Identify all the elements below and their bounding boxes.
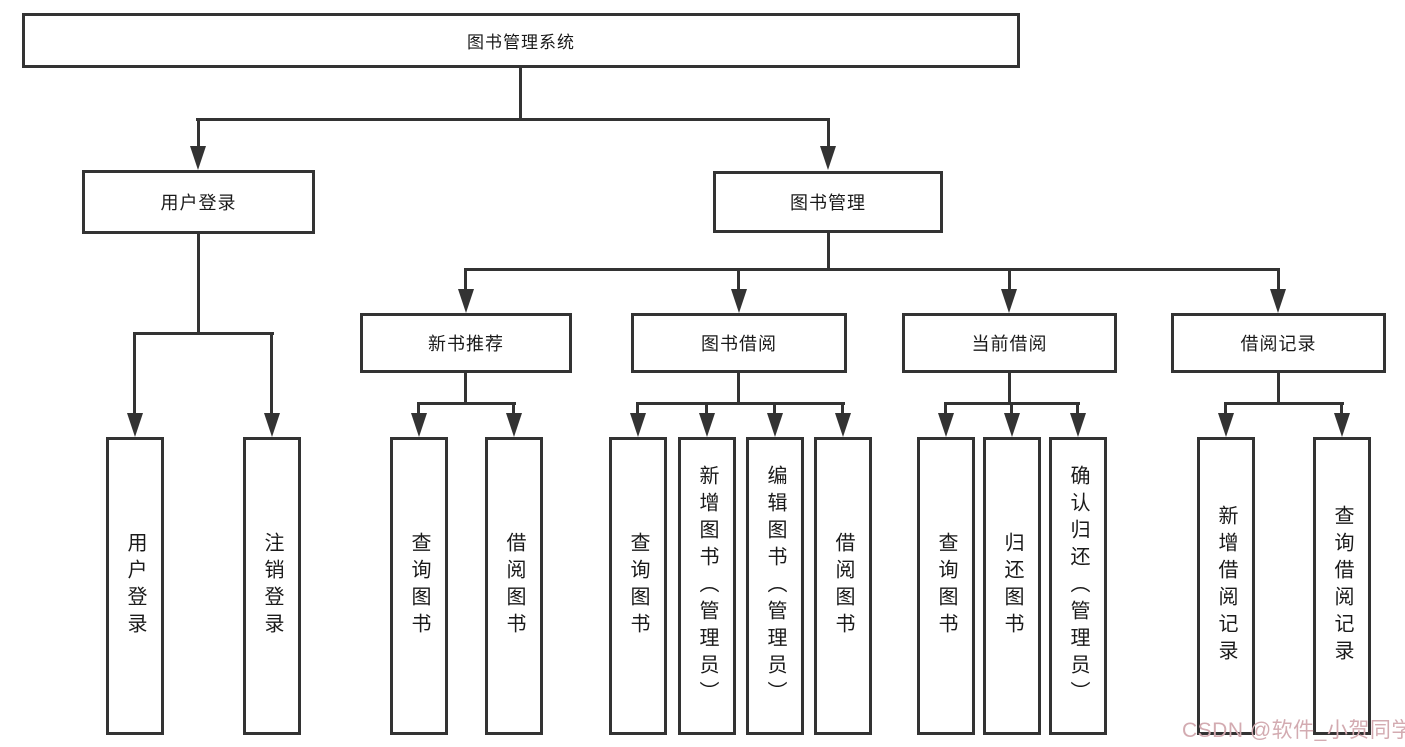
connector-to-current-borrow <box>1008 268 1011 291</box>
node-book-borrow-label: 图书借阅 <box>701 334 777 354</box>
leaf-label: 查询图书 <box>627 532 649 640</box>
leaf-label: 查询图书 <box>408 532 430 640</box>
node-root-label: 图书管理系统 <box>467 33 575 52</box>
leaf-confirm-return-admin: 确认归还（管理员） <box>1049 437 1107 735</box>
connector-to-leaf <box>705 402 708 415</box>
connector-user-login-bar <box>133 332 274 335</box>
leaf-query-book-recommend: 查询图书 <box>390 437 448 735</box>
leaf-borrow-book-recommend: 借阅图书 <box>485 437 543 735</box>
leaf-label: 借阅图书 <box>832 532 854 640</box>
leaf-borrow-book: 借阅图书 <box>814 437 872 735</box>
arrow-down-icon <box>411 413 427 437</box>
arrow-down-icon <box>264 413 280 437</box>
leaf-label: 用户登录 <box>124 532 146 640</box>
leaf-label: 借阅图书 <box>503 532 525 640</box>
leaf-add-book-admin: 新增图书（管理员） <box>678 437 736 735</box>
node-book-borrow: 图书借阅 <box>631 313 847 373</box>
arrow-down-icon <box>731 289 747 313</box>
leaf-add-borrow-record: 新增借阅记录 <box>1197 437 1255 735</box>
node-root: 图书管理系统 <box>22 13 1020 68</box>
connector-to-leaf <box>1340 402 1343 415</box>
arrow-down-icon <box>190 146 206 170</box>
node-book-management: 图书管理 <box>713 171 943 233</box>
leaf-edit-book-admin: 编辑图书（管理员） <box>746 437 804 735</box>
node-new-book-recommend: 新书推荐 <box>360 313 572 373</box>
connector-to-leaf <box>417 402 420 415</box>
connector-level3-bar <box>464 268 1280 271</box>
node-borrow-records: 借阅记录 <box>1171 313 1386 373</box>
connector-root-stem <box>519 66 522 121</box>
connector-current-borrow-stem <box>1008 371 1011 405</box>
arrow-down-icon <box>820 146 836 170</box>
node-current-borrow-label: 当前借阅 <box>971 334 1048 354</box>
leaf-user-login: 用户登录 <box>106 437 164 735</box>
connector-to-user-login <box>197 118 200 148</box>
node-new-book-recommend-label: 新书推荐 <box>428 334 504 354</box>
connector-book-borrow-bar <box>636 402 845 405</box>
arrow-down-icon <box>458 289 474 313</box>
node-user-login: 用户登录 <box>82 170 315 234</box>
arrow-down-icon <box>127 413 143 437</box>
arrow-down-icon <box>938 413 954 437</box>
leaf-label: 注销登录 <box>261 532 283 640</box>
node-user-login-label: 用户登录 <box>160 193 237 213</box>
node-book-management-label: 图书管理 <box>790 193 866 213</box>
connector-to-leaf <box>1224 402 1227 415</box>
connector-to-leaf-user-login <box>133 332 136 415</box>
node-borrow-records-label: 借阅记录 <box>1240 334 1317 354</box>
connector-to-leaf <box>1010 402 1013 415</box>
leaf-label: 归还图书 <box>1001 532 1023 640</box>
node-current-borrow: 当前借阅 <box>902 313 1117 373</box>
leaf-query-book-borrow: 查询图书 <box>609 437 667 735</box>
leaf-query-book-current: 查询图书 <box>917 437 975 735</box>
arrow-down-icon <box>1218 413 1234 437</box>
leaf-logout: 注销登录 <box>243 437 301 735</box>
arrow-down-icon <box>835 413 851 437</box>
connector-to-book-borrow <box>737 268 740 291</box>
connector-to-leaf <box>1076 402 1079 415</box>
leaf-query-borrow-record: 查询借阅记录 <box>1313 437 1371 735</box>
arrow-down-icon <box>1004 413 1020 437</box>
arrow-down-icon <box>1070 413 1086 437</box>
arrow-down-icon <box>506 413 522 437</box>
leaf-return-book: 归还图书 <box>983 437 1041 735</box>
arrow-down-icon <box>767 413 783 437</box>
leaf-label: 新增借阅记录 <box>1215 505 1237 667</box>
connector-to-leaf <box>773 402 776 415</box>
csdn-watermark: CSDN @软件_小贺同学 <box>1182 719 1405 742</box>
leaf-label: 编辑图书（管理员） <box>764 464 786 708</box>
connector-new-book-recommend-stem <box>464 371 467 405</box>
leaf-label: 新增图书（管理员） <box>696 464 718 708</box>
arrow-down-icon <box>1001 289 1017 313</box>
connector-to-leaf <box>636 402 639 415</box>
arrow-down-icon <box>699 413 715 437</box>
arrow-down-icon <box>1270 289 1286 313</box>
connector-to-book-management <box>827 118 830 148</box>
connector-to-leaf <box>841 402 844 415</box>
connector-to-leaf <box>512 402 515 415</box>
connector-borrow-records-bar <box>1224 402 1344 405</box>
connector-to-leaf <box>944 402 947 415</box>
connector-borrow-records-stem <box>1277 371 1280 405</box>
connector-to-new-book-recommend <box>464 268 467 291</box>
leaf-label: 确认归还（管理员） <box>1067 464 1089 708</box>
leaf-label: 查询图书 <box>935 532 957 640</box>
leaf-label: 查询借阅记录 <box>1331 505 1353 667</box>
connector-new-book-recommend-bar <box>417 402 516 405</box>
connector-user-login-stem <box>197 232 200 335</box>
connector-book-borrow-stem <box>737 371 740 405</box>
arrow-down-icon <box>630 413 646 437</box>
connector-book-management-stem <box>827 231 830 271</box>
connector-to-leaf-logout <box>270 332 273 415</box>
arrow-down-icon <box>1334 413 1350 437</box>
connector-level2-bar <box>196 118 830 121</box>
connector-to-borrow-records <box>1277 268 1280 291</box>
